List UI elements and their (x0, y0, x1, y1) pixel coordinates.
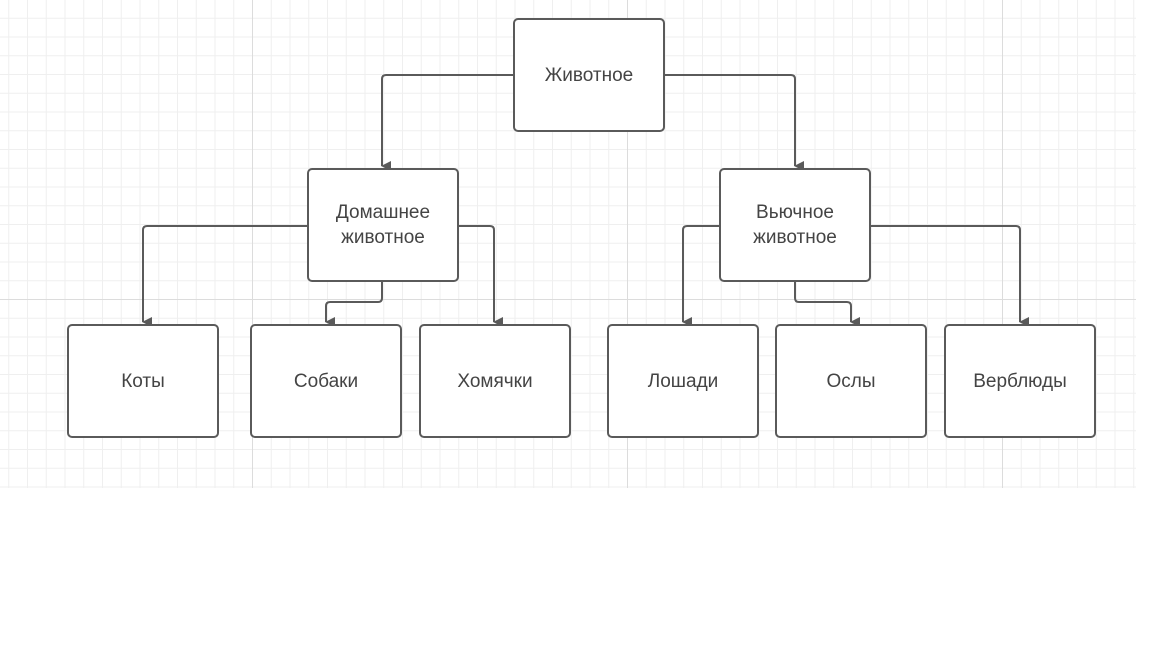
node-camels[interactable]: Верблюды (944, 324, 1096, 438)
node-donkeys[interactable]: Ослы (775, 324, 927, 438)
node-cats[interactable]: Коты (67, 324, 219, 438)
node-hamsters[interactable]: Хомячки (419, 324, 571, 438)
node-horses[interactable]: Лошади (607, 324, 759, 438)
node-root[interactable]: Животное (513, 18, 665, 132)
node-domestic[interactable]: Домашнее животное (307, 168, 459, 282)
node-pack[interactable]: Вьючное животное (719, 168, 871, 282)
node-dogs[interactable]: Собаки (250, 324, 402, 438)
